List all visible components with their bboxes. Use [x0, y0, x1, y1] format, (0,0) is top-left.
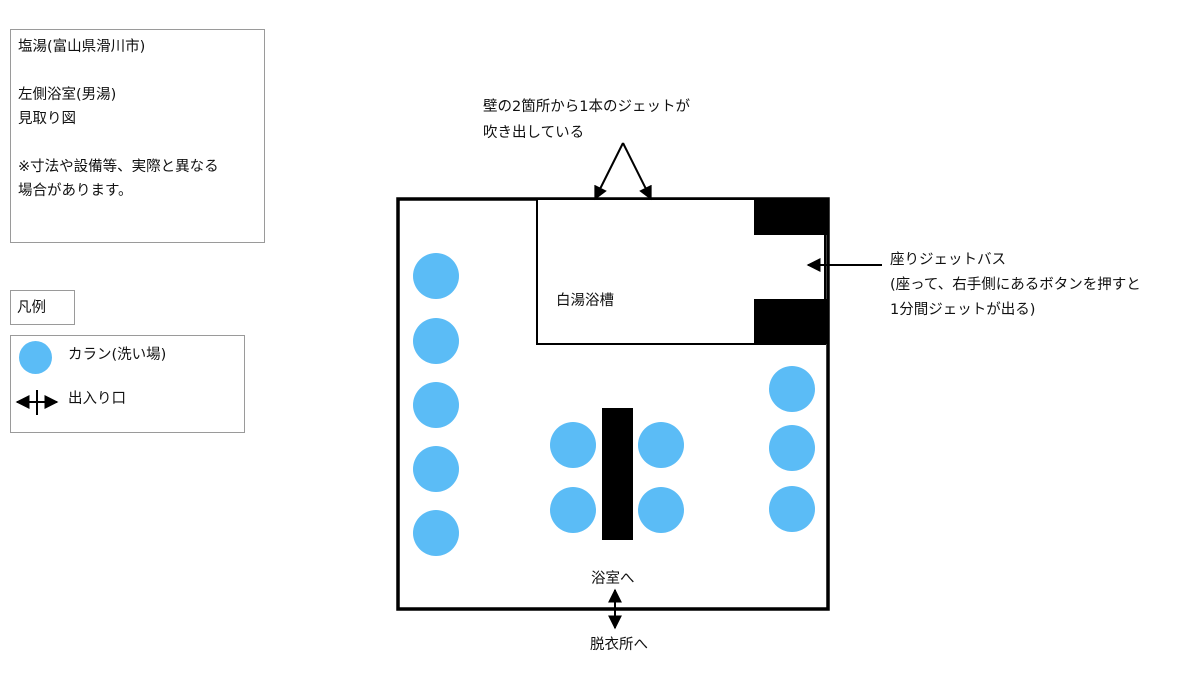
faucet — [769, 366, 815, 412]
jet-note-arrows — [594, 142, 652, 201]
tub-label: 白湯浴槽 — [556, 293, 614, 309]
faucet — [413, 253, 459, 299]
seat-jet-title: 座りジェットバス — [890, 252, 1006, 268]
info-line: 左側浴室(男湯) — [18, 87, 117, 103]
to-bath-label: 浴室へ — [591, 571, 635, 587]
seat-jet-note1: (座って、右手側にあるボタンを押すと — [890, 277, 1141, 293]
faucet-legend-label: カラン(洗い場) — [68, 347, 167, 363]
faucet — [413, 446, 459, 492]
entrance-legend-icon — [15, 390, 59, 415]
faucet — [413, 382, 459, 428]
jet-note-line2: 吹き出している — [483, 125, 585, 141]
info-line: 見取り図 — [18, 111, 76, 127]
info-line: ※寸法や設備等、実際と異なる — [18, 159, 219, 175]
faucet — [638, 487, 684, 533]
to-changing-label: 脱衣所へ — [590, 637, 648, 653]
center-divider — [602, 408, 633, 540]
jet-note-line1: 壁の2箇所から1本のジェットが — [483, 99, 690, 115]
faucet — [769, 486, 815, 532]
faucet — [769, 425, 815, 471]
legend-title: 凡例 — [10, 290, 75, 325]
faucet — [413, 510, 459, 556]
faucet — [550, 487, 596, 533]
entrance-legend-label: 出入り口 — [68, 391, 126, 407]
info-line: 場合があります。 — [18, 183, 133, 199]
faucet — [413, 318, 459, 364]
seat-jet-note2: 1分間ジェットが出る) — [890, 302, 1036, 318]
jet-block — [754, 199, 829, 235]
info-box: 塩湯(富山県滑川市) 左側浴室(男湯) 見取り図 ※寸法や設備等、実際と異なる … — [10, 29, 265, 243]
faucet — [550, 422, 596, 468]
faucet-legend-icon — [19, 341, 52, 374]
jet-block — [754, 299, 829, 344]
info-line: 塩湯(富山県滑川市) — [18, 39, 146, 55]
faucet — [638, 422, 684, 468]
